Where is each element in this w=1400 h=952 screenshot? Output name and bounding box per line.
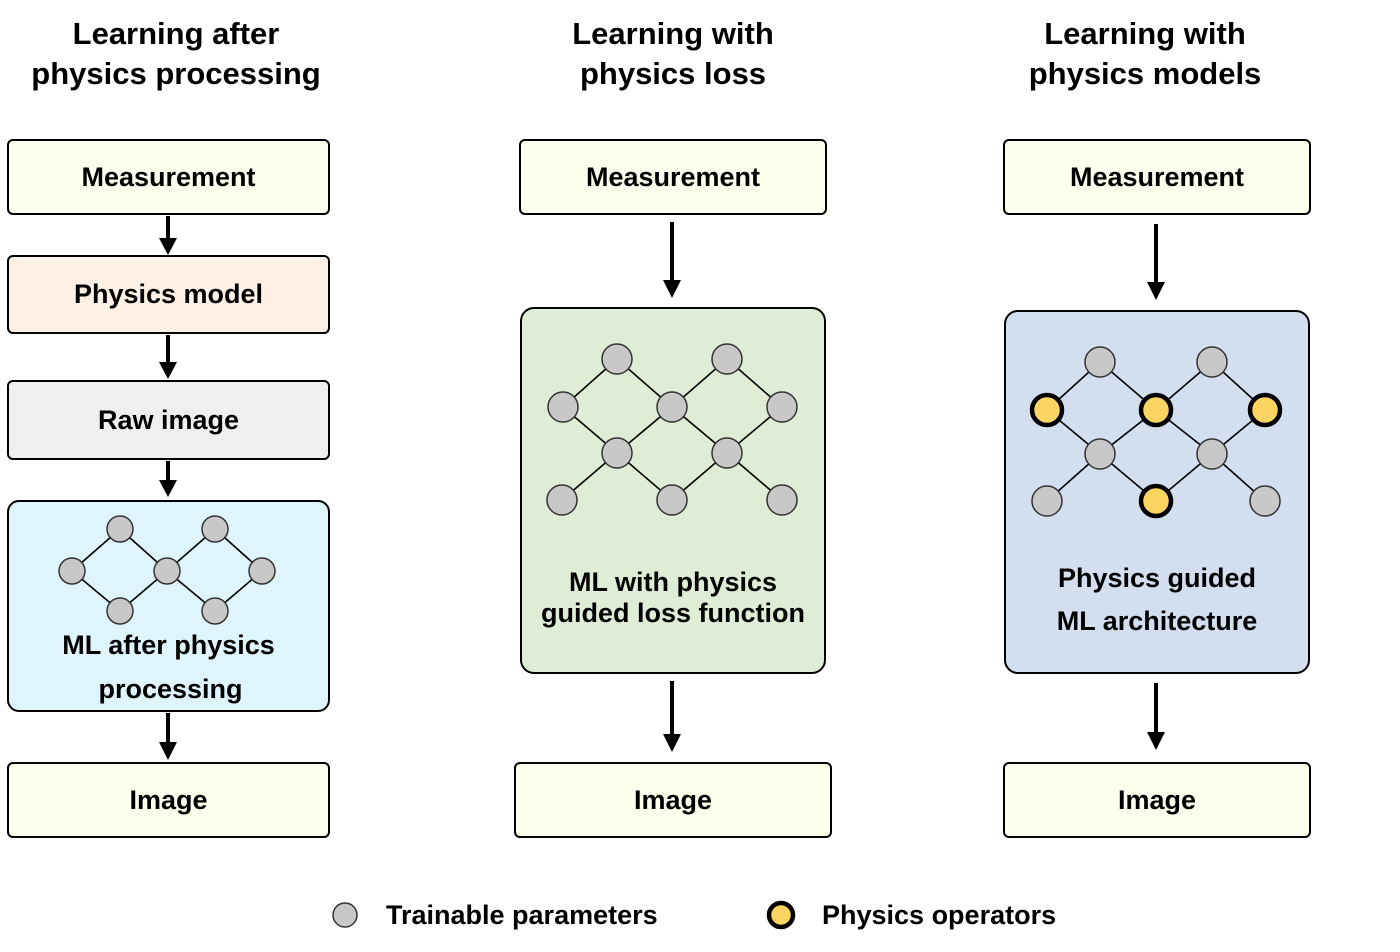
title-line-2: physics models: [1028, 56, 1262, 91]
image-box: Image: [7, 762, 330, 838]
trainable-node: [1196, 346, 1228, 378]
trainable-node: [1084, 438, 1116, 470]
trainable-node: [106, 515, 134, 543]
image-box: Image: [514, 762, 832, 838]
physics-operator-node: [1029, 392, 1065, 428]
measurement-box: Measurement: [1003, 139, 1311, 215]
ml-label-line-1: ML after physics: [62, 630, 275, 660]
title-line-2: physics loss: [579, 56, 767, 91]
ml-after-physics-box: ML after physics processing: [7, 500, 330, 712]
flow-arrows-col3: [1147, 224, 1165, 750]
trainable-node: [248, 557, 276, 585]
trainable-node: [1031, 485, 1063, 517]
title-line-1: Learning after: [72, 16, 280, 51]
trainable-node: [656, 484, 688, 516]
trainable-node: [766, 391, 798, 423]
measurement-box: Measurement: [519, 139, 827, 215]
title-line-1: Learning with: [572, 16, 774, 51]
legend-trainable-icon: [332, 902, 358, 928]
legend-trainable-label: Trainable parameters: [386, 900, 658, 930]
column-title-physics-models: Learning with physics models: [995, 14, 1295, 94]
trainable-node: [601, 343, 633, 375]
title-line-2: physics processing: [31, 56, 321, 91]
trainable-node: [106, 597, 134, 625]
physics-operator-node: [1138, 392, 1174, 428]
ml-label-line-1: ML with physics: [568, 567, 778, 597]
column-title-physics-loss: Learning with physics loss: [522, 14, 824, 94]
physics-operator-node: [1247, 392, 1283, 428]
trainable-node: [546, 484, 578, 516]
ml-label-line-2: processing: [98, 674, 243, 704]
measurement-box: Measurement: [7, 139, 330, 215]
trainable-node: [1196, 438, 1228, 470]
trainable-node: [1249, 485, 1281, 517]
ml-label-line-2: ML architecture: [1056, 606, 1258, 636]
ml-label-line-1: Physics guided: [1057, 563, 1257, 593]
network-graph-col1: [58, 515, 276, 625]
legend-physics-operator-icon: [766, 900, 796, 930]
ml-label-line-2: guided loss function: [541, 598, 805, 628]
flow-arrows-col2: [663, 222, 681, 752]
legend-physics-operators-label: Physics operators: [822, 900, 1057, 930]
image-box: Image: [1003, 762, 1311, 838]
raw-image-box: Raw image: [7, 380, 330, 460]
network-graph-col3: [1029, 346, 1283, 519]
trainable-node: [711, 437, 743, 469]
trainable-node: [201, 515, 229, 543]
trainable-node: [766, 484, 798, 516]
trainable-node: [547, 391, 579, 423]
trainable-node: [711, 343, 743, 375]
network-graph-col2: [546, 343, 798, 516]
trainable-node: [201, 597, 229, 625]
physics-model-box: Physics model: [7, 255, 330, 334]
flow-arrows-col1: [159, 216, 177, 760]
trainable-node: [1084, 346, 1116, 378]
trainable-node: [58, 557, 86, 585]
trainable-node: [656, 391, 688, 423]
trainable-node: [601, 437, 633, 469]
physics-operator-node: [1138, 483, 1174, 519]
column-title-physics-processing: Learning after physics processing: [0, 14, 352, 94]
title-line-1: Learning with: [1044, 16, 1246, 51]
trainable-node: [153, 557, 181, 585]
